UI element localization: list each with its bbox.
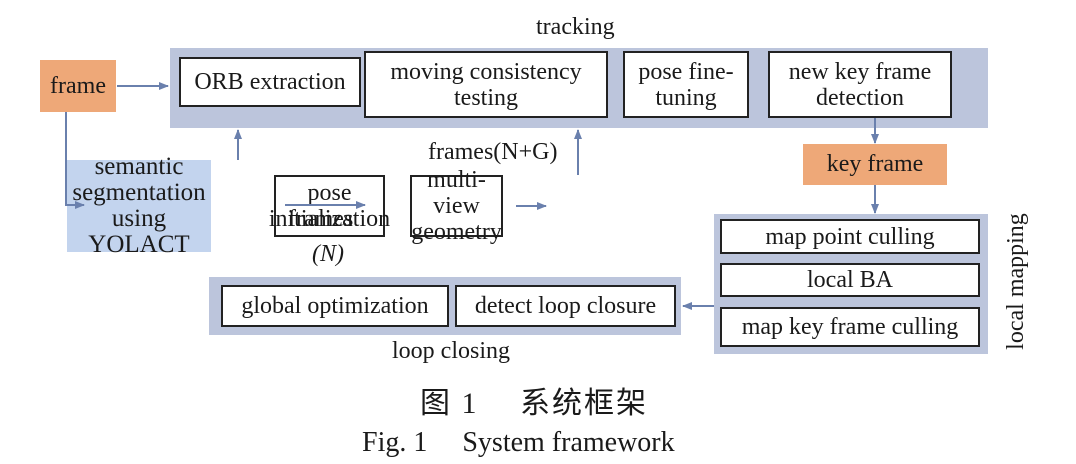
tracking-title: tracking: [536, 14, 615, 40]
caption-english: Fig. 1 System framework: [362, 427, 675, 458]
local-ba-node: local BA: [720, 263, 980, 297]
detect-loop-closure-node: detect loop closure: [455, 285, 676, 327]
frames-n-count-label: (N): [312, 241, 344, 267]
map-key-frame-culling-node: map key frame culling: [720, 307, 980, 347]
caption-chinese: 图 1 系统框架: [420, 387, 648, 420]
frame-input-node: frame: [40, 60, 116, 112]
frames-n-label: frames: [288, 206, 354, 232]
new-key-frame-detection-node: new key frame detection: [768, 51, 952, 118]
loop-closing-title: loop closing: [392, 338, 510, 364]
pose-fine-tuning-node: pose fine- tuning: [623, 51, 749, 118]
frames-n-plus-g-label: frames(N+G): [428, 139, 558, 165]
global-optimization-node: global optimization: [221, 285, 449, 327]
orb-extraction-node: ORB extraction: [179, 57, 361, 107]
key-frame-node: key frame: [803, 144, 947, 185]
arrow-frame-to-segmentation: [65, 112, 85, 209]
moving-consistency-testing-node: moving consistency testing: [364, 51, 608, 118]
map-point-culling-node: map point culling: [720, 219, 980, 254]
